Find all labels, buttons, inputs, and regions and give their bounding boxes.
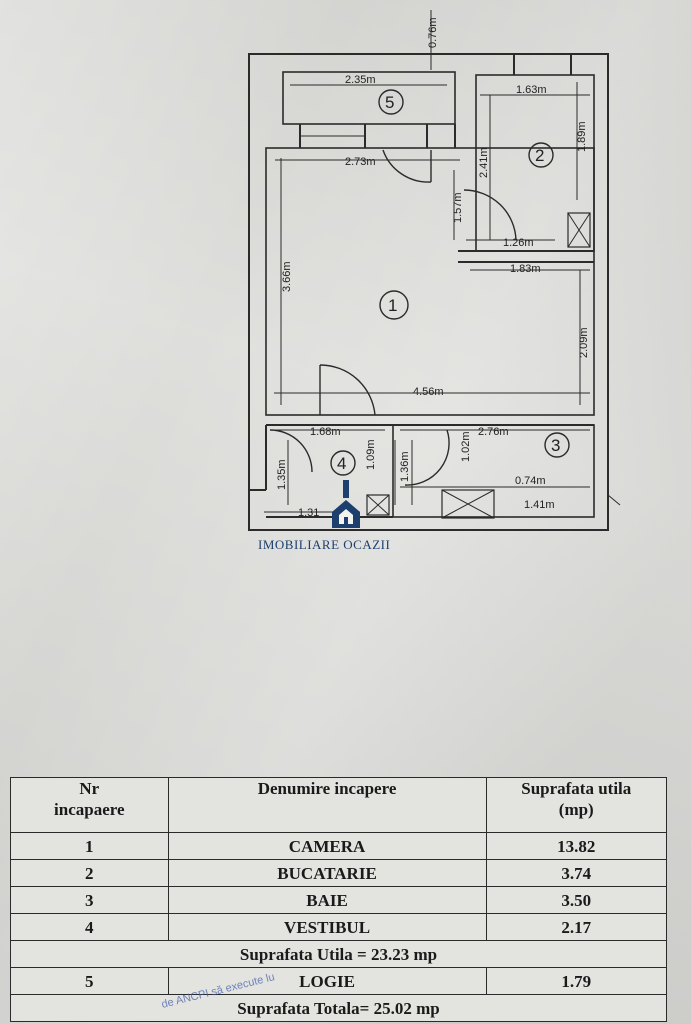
dim-label: 2.76m (478, 426, 509, 438)
dim-label: 1.31 (298, 507, 319, 519)
dim-label: 1.89m (576, 121, 588, 152)
area-table: Nr incapaere Denumire incapere Suprafata… (10, 777, 668, 1022)
cell-name: LOGIE (167, 967, 487, 995)
dim-label: 0.74m (515, 475, 546, 487)
cell-area: 2.17 (485, 913, 668, 941)
room-1-wall (265, 147, 595, 416)
dim-label: 1.36m (399, 451, 411, 482)
dim-label: 1.57m (452, 192, 464, 223)
table-row: 4 VESTIBUL 2.17 (10, 913, 668, 941)
cell-nr: 1 (10, 832, 169, 860)
watermark-text: IMOBILIARE OCAZII (258, 537, 391, 552)
table-row: 2 BUCATARIE 3.74 (10, 859, 668, 887)
dim-label: 2.73m (345, 156, 376, 168)
cell-nr: 3 (10, 886, 169, 914)
header-name: Denumire incapere (167, 777, 487, 833)
cell-name: VESTIBUL (167, 913, 487, 941)
dim-label: 1.63m (516, 84, 547, 96)
cell-name: BAIE (167, 886, 487, 914)
dim-label: 0.76m (427, 17, 439, 48)
cell-nr: 5 (10, 967, 169, 995)
room-number-4: 4 (337, 454, 346, 473)
cell-nr: 2 (10, 859, 169, 887)
dim-label: 2.35m (345, 74, 376, 86)
cell-area: 1.79 (485, 967, 668, 995)
table-header: Nr incapaere Denumire incapere Suprafata… (10, 777, 668, 833)
cell-name: BUCATARIE (167, 859, 487, 887)
room-number-3: 3 (551, 436, 560, 455)
grand-total-row: Suprafata Totala= 25.02 mp (10, 994, 667, 1022)
cell-nr: 4 (10, 913, 169, 941)
dim-label: 1.68m (310, 426, 341, 438)
room-number-2: 2 (535, 146, 544, 165)
dim-label: 2.41m (478, 147, 490, 178)
dim-label: 4.56m (413, 386, 444, 398)
dim-label: 1.35m (276, 459, 288, 490)
dim-label: 1.83m (510, 263, 541, 275)
cell-area: 3.74 (485, 859, 668, 887)
table-row: 5 LOGIE 1.79 (10, 967, 668, 995)
header-nr-line1: Nr (79, 779, 100, 798)
header-nr-line2: incapaere (54, 800, 125, 819)
table-row: 3 BAIE 3.50 (10, 886, 668, 914)
dim-label: 1.41m (524, 499, 555, 511)
dim-label: 1.09m (365, 439, 377, 470)
cell-area: 13.82 (485, 832, 668, 860)
dim-label: 3.66m (281, 261, 293, 292)
room-number-5: 5 (385, 93, 394, 112)
header-area: Suprafata utila (mp) (485, 777, 668, 833)
useful-total: Suprafata Utila = 23.23 mp (10, 940, 667, 968)
cell-name: CAMERA (167, 832, 487, 860)
dim-label: 2.09m (578, 327, 590, 358)
room-number-1: 1 (388, 296, 397, 315)
useful-total-row: Suprafata Utila = 23.23 mp (10, 940, 667, 968)
dim-label: 1.02m (460, 431, 472, 462)
header-nr: Nr incapaere (10, 777, 169, 833)
outer-wall (248, 53, 609, 531)
table-row: 1 CAMERA 13.82 (10, 832, 668, 860)
floor-plan: 0.76m 2.35m 1.63m 1.89m 2.73m 2.41m 1.57… (248, 10, 621, 531)
dim-label: 1.26m (503, 237, 534, 249)
house-logo-icon (332, 480, 360, 528)
header-name-text: Denumire incapere (257, 779, 397, 798)
room-5-wall (282, 71, 456, 125)
header-area-line1: Suprafata utila (521, 779, 632, 798)
grand-total: Suprafata Totala= 25.02 mp (10, 994, 667, 1022)
cell-area: 3.50 (485, 886, 668, 914)
header-area-line2: (mp) (558, 800, 594, 819)
